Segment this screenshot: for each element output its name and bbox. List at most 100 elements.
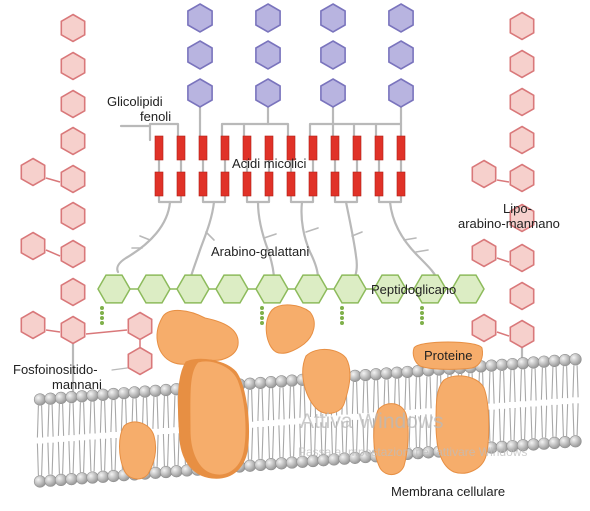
lipid-tail — [162, 434, 165, 467]
membrane-proteins — [119, 304, 490, 480]
mannan-bond — [496, 257, 510, 263]
lipid-tail — [366, 381, 369, 414]
glycolipid-hexagon — [187, 40, 213, 70]
lipid-tail — [251, 427, 254, 460]
lipid-tail — [419, 377, 422, 410]
arabinogalactan-branch — [388, 200, 440, 284]
arabinogalactan-branch — [256, 200, 276, 282]
lipid-tail — [509, 408, 512, 441]
peptide-dot — [100, 316, 104, 320]
mycolic-acid-bar-lower — [330, 171, 340, 197]
mannan-branch-hexagon — [20, 310, 46, 340]
lipid-tail — [167, 396, 170, 429]
peptide-dot — [420, 321, 424, 325]
mycolic-bracket — [148, 122, 180, 142]
arabinogalactan-twig — [205, 231, 215, 241]
lipid-head — [485, 359, 498, 372]
lipid-tail — [509, 370, 512, 403]
label-cell-membrane: Membrana cellulare — [391, 484, 506, 499]
mycolic-bracket — [220, 122, 290, 142]
lipid-head — [138, 385, 152, 398]
mannan-bond — [496, 179, 510, 183]
mycolic-acid-bar-lower — [264, 171, 274, 197]
mycolic-acid-bar-upper — [352, 135, 362, 161]
lipid-tail — [152, 396, 155, 429]
watermark-subtitle: Passa a Impostazioni per attivare Window… — [298, 445, 528, 459]
lipid-tail — [303, 385, 306, 418]
mycolic-acid-bar-upper — [264, 135, 274, 161]
lipid-head — [527, 356, 540, 369]
arabinomannan-hexagon-right — [509, 49, 535, 79]
lipid-tail — [498, 408, 501, 441]
lipid-head — [558, 354, 572, 367]
protein-inner-right — [373, 403, 409, 475]
lipid-tail — [372, 380, 375, 413]
lipid-tail — [540, 405, 543, 438]
protein-transmembrane-left — [189, 360, 247, 476]
lipid-tail — [257, 388, 260, 421]
lipid-tail — [356, 381, 359, 414]
lipid-head — [243, 377, 257, 390]
peptide-dot — [100, 306, 104, 310]
glycolipid-hexagon — [320, 78, 346, 108]
lipid-tail — [173, 395, 176, 428]
lipid-tail — [408, 415, 411, 448]
mycolic-acid-bar-upper — [242, 135, 252, 161]
glycolipid-hexagon — [320, 3, 346, 33]
lipid-head — [96, 470, 110, 483]
arabinogalactan-twig — [351, 231, 363, 237]
lipid-tail — [576, 403, 579, 436]
mannan-chains — [20, 11, 535, 376]
lipid-tail — [419, 415, 422, 448]
lipid-tail — [524, 369, 527, 402]
lipid-head — [65, 391, 78, 404]
mycolic-acid-bar-lower — [176, 171, 186, 197]
lipid-tail — [314, 422, 317, 456]
lipid-head — [264, 458, 278, 471]
mannan-hexagon-left — [60, 239, 86, 269]
peptide-dot — [420, 306, 424, 310]
lipid-tail — [503, 370, 506, 403]
arabinogalactan-twig — [263, 233, 277, 239]
lipid-tail — [572, 365, 575, 398]
lipid-head — [117, 387, 131, 400]
lipid-head — [548, 354, 561, 367]
lipid-tail — [362, 419, 365, 452]
lipid-tail — [114, 437, 117, 470]
lipid-tail — [89, 439, 92, 472]
lipid-tail — [429, 414, 432, 447]
lipid-tail — [162, 396, 165, 429]
lipid-head — [128, 386, 141, 399]
lipid-head — [107, 469, 120, 483]
lipid-tail — [377, 380, 380, 413]
lipid-tail — [146, 397, 149, 430]
lipid-tail — [488, 409, 491, 442]
mannan-hexagon-left — [60, 126, 86, 156]
label-glycolipids: Glicolipidi — [107, 94, 163, 109]
lipid-head — [569, 435, 582, 448]
lipid-tail — [272, 426, 275, 459]
mycolic-acid-bar-lower — [396, 171, 406, 197]
lipid-tail — [267, 426, 270, 459]
lipid-tail — [545, 367, 548, 400]
lipid-tail — [408, 377, 411, 410]
arabinogalactan-twig — [305, 227, 319, 233]
lipid-tail — [282, 387, 285, 420]
lipid-head — [65, 473, 78, 486]
lipid-tail — [534, 368, 537, 401]
mannan-hexagon-left — [60, 277, 86, 307]
peptidoglycan-layer — [97, 274, 485, 325]
label-peptidoglycan: Peptidoglicano — [371, 282, 457, 297]
lipid-tail — [356, 419, 359, 452]
lipid-head — [33, 475, 47, 488]
lipid-head — [54, 391, 68, 405]
lipid-head — [86, 471, 99, 484]
mycolic-acid-bar-lower — [286, 171, 296, 197]
lipid-tail — [299, 423, 302, 456]
lipid-tail — [335, 421, 338, 454]
peptide-dot — [100, 321, 104, 325]
lipid-tail — [524, 407, 527, 440]
lipid-tail — [68, 403, 71, 436]
lipid-head — [33, 393, 47, 406]
lipid-tail — [261, 426, 264, 459]
